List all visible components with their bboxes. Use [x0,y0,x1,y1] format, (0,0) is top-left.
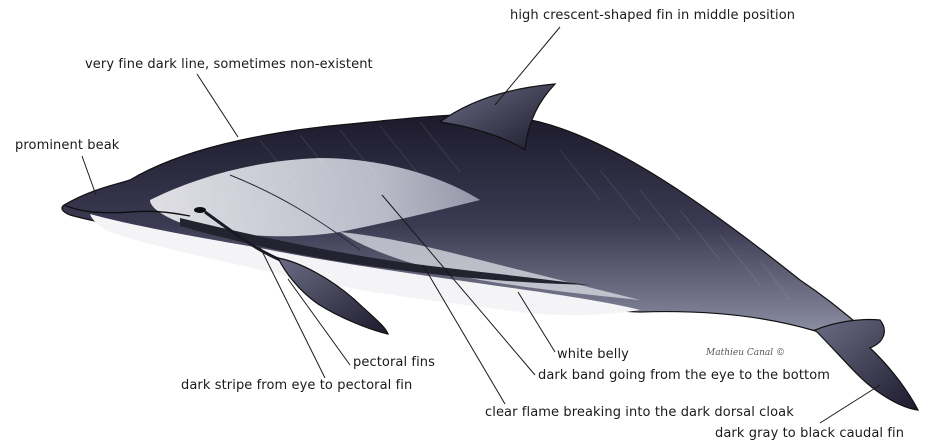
label-dark-line: very fine dark line, sometimes non-exist… [85,57,373,72]
label-dorsal-fin: high crescent-shaped fin in middle posit… [510,8,795,23]
label-dark-stripe: dark stripe from eye to pectoral fin [181,378,412,393]
leader-beak [82,156,96,195]
leader-dark-line [197,74,238,137]
eye [194,207,206,213]
leader-caudal-fin [820,385,880,423]
artist-signature: Mathieu Canal © [706,348,785,358]
label-clear-flame: clear flame breaking into the dark dorsa… [485,405,794,420]
label-white-belly: white belly [557,347,629,362]
label-dark-band: dark band going from the eye to the bott… [538,368,830,383]
label-beak: prominent beak [15,138,119,153]
caudal-fin [815,319,918,410]
label-pectoral-fins: pectoral fins [353,355,435,370]
label-caudal-fin: dark gray to black caudal fin [715,426,904,441]
